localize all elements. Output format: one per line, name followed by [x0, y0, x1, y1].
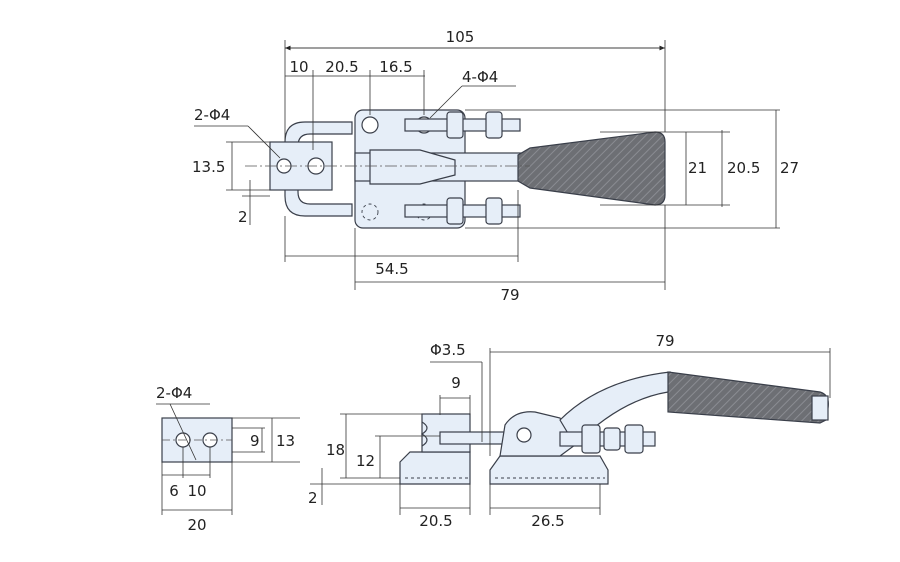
side-left-base — [399, 451, 471, 485]
top-u-frame — [284, 121, 353, 217]
side-dim-20-5: 20.5 — [419, 512, 452, 530]
dim-2: 2 — [238, 208, 248, 226]
side-handle-cap — [811, 395, 829, 421]
side-dim-12: 12 — [356, 452, 375, 470]
end-dim-9: 9 — [250, 432, 260, 450]
dim-20-5-h: 20.5 — [727, 159, 760, 177]
dim-105: 105 — [446, 28, 475, 46]
end-dim-20: 20 — [187, 516, 206, 534]
side-clamp-jaw — [420, 421, 428, 447]
side-right-base — [489, 455, 609, 485]
end-dim-10: 10 — [187, 482, 206, 500]
side-dim-18: 18 — [326, 441, 345, 459]
top-nut-1 — [446, 111, 464, 139]
side-pivot — [516, 427, 532, 443]
side-nut-3 — [603, 427, 621, 451]
top-body-hole-3 — [361, 203, 379, 221]
side-dim-26-5: 26.5 — [531, 512, 564, 530]
side-nut-1 — [581, 424, 601, 454]
top-nut-4 — [485, 197, 503, 225]
end-dim-2-holes: 2-Φ4 — [156, 384, 192, 402]
dim-54-5: 54.5 — [375, 260, 408, 278]
end-dim-13: 13 — [276, 432, 295, 450]
end-dim-6: 6 — [169, 482, 179, 500]
side-dim-2: 2 — [308, 489, 318, 507]
dim-79: 79 — [500, 286, 519, 304]
top-body-hole-1 — [361, 116, 379, 134]
dim-4-holes: 4-Φ4 — [462, 68, 498, 86]
dim-13-5: 13.5 — [192, 158, 225, 176]
side-dim-79: 79 — [655, 332, 674, 350]
top-handle — [517, 131, 666, 206]
side-dim-9: 9 — [451, 374, 461, 392]
top-view: 105 10 20.5 16.5 4-Φ4 2-Φ4 13.5 2 — [192, 28, 799, 304]
dim-27: 27 — [780, 159, 799, 177]
side-dim-dia: Φ3.5 — [430, 341, 466, 359]
dim-16-5: 16.5 — [379, 58, 412, 76]
end-view: 2-Φ4 9 13 6 10 20 — [156, 384, 300, 534]
dim-2-holes: 2-Φ4 — [194, 106, 230, 124]
side-nut-2 — [624, 424, 644, 454]
dim-10: 10 — [289, 58, 308, 76]
top-nut-2 — [485, 111, 503, 139]
side-view: Φ3.5 9 79 18 12 2 20.5 26.5 — [308, 332, 831, 530]
top-link — [369, 149, 456, 185]
side-handle — [667, 371, 829, 424]
dim-21: 21 — [688, 159, 707, 177]
dim-20-5: 20.5 — [325, 58, 358, 76]
top-nut-3 — [446, 197, 464, 225]
